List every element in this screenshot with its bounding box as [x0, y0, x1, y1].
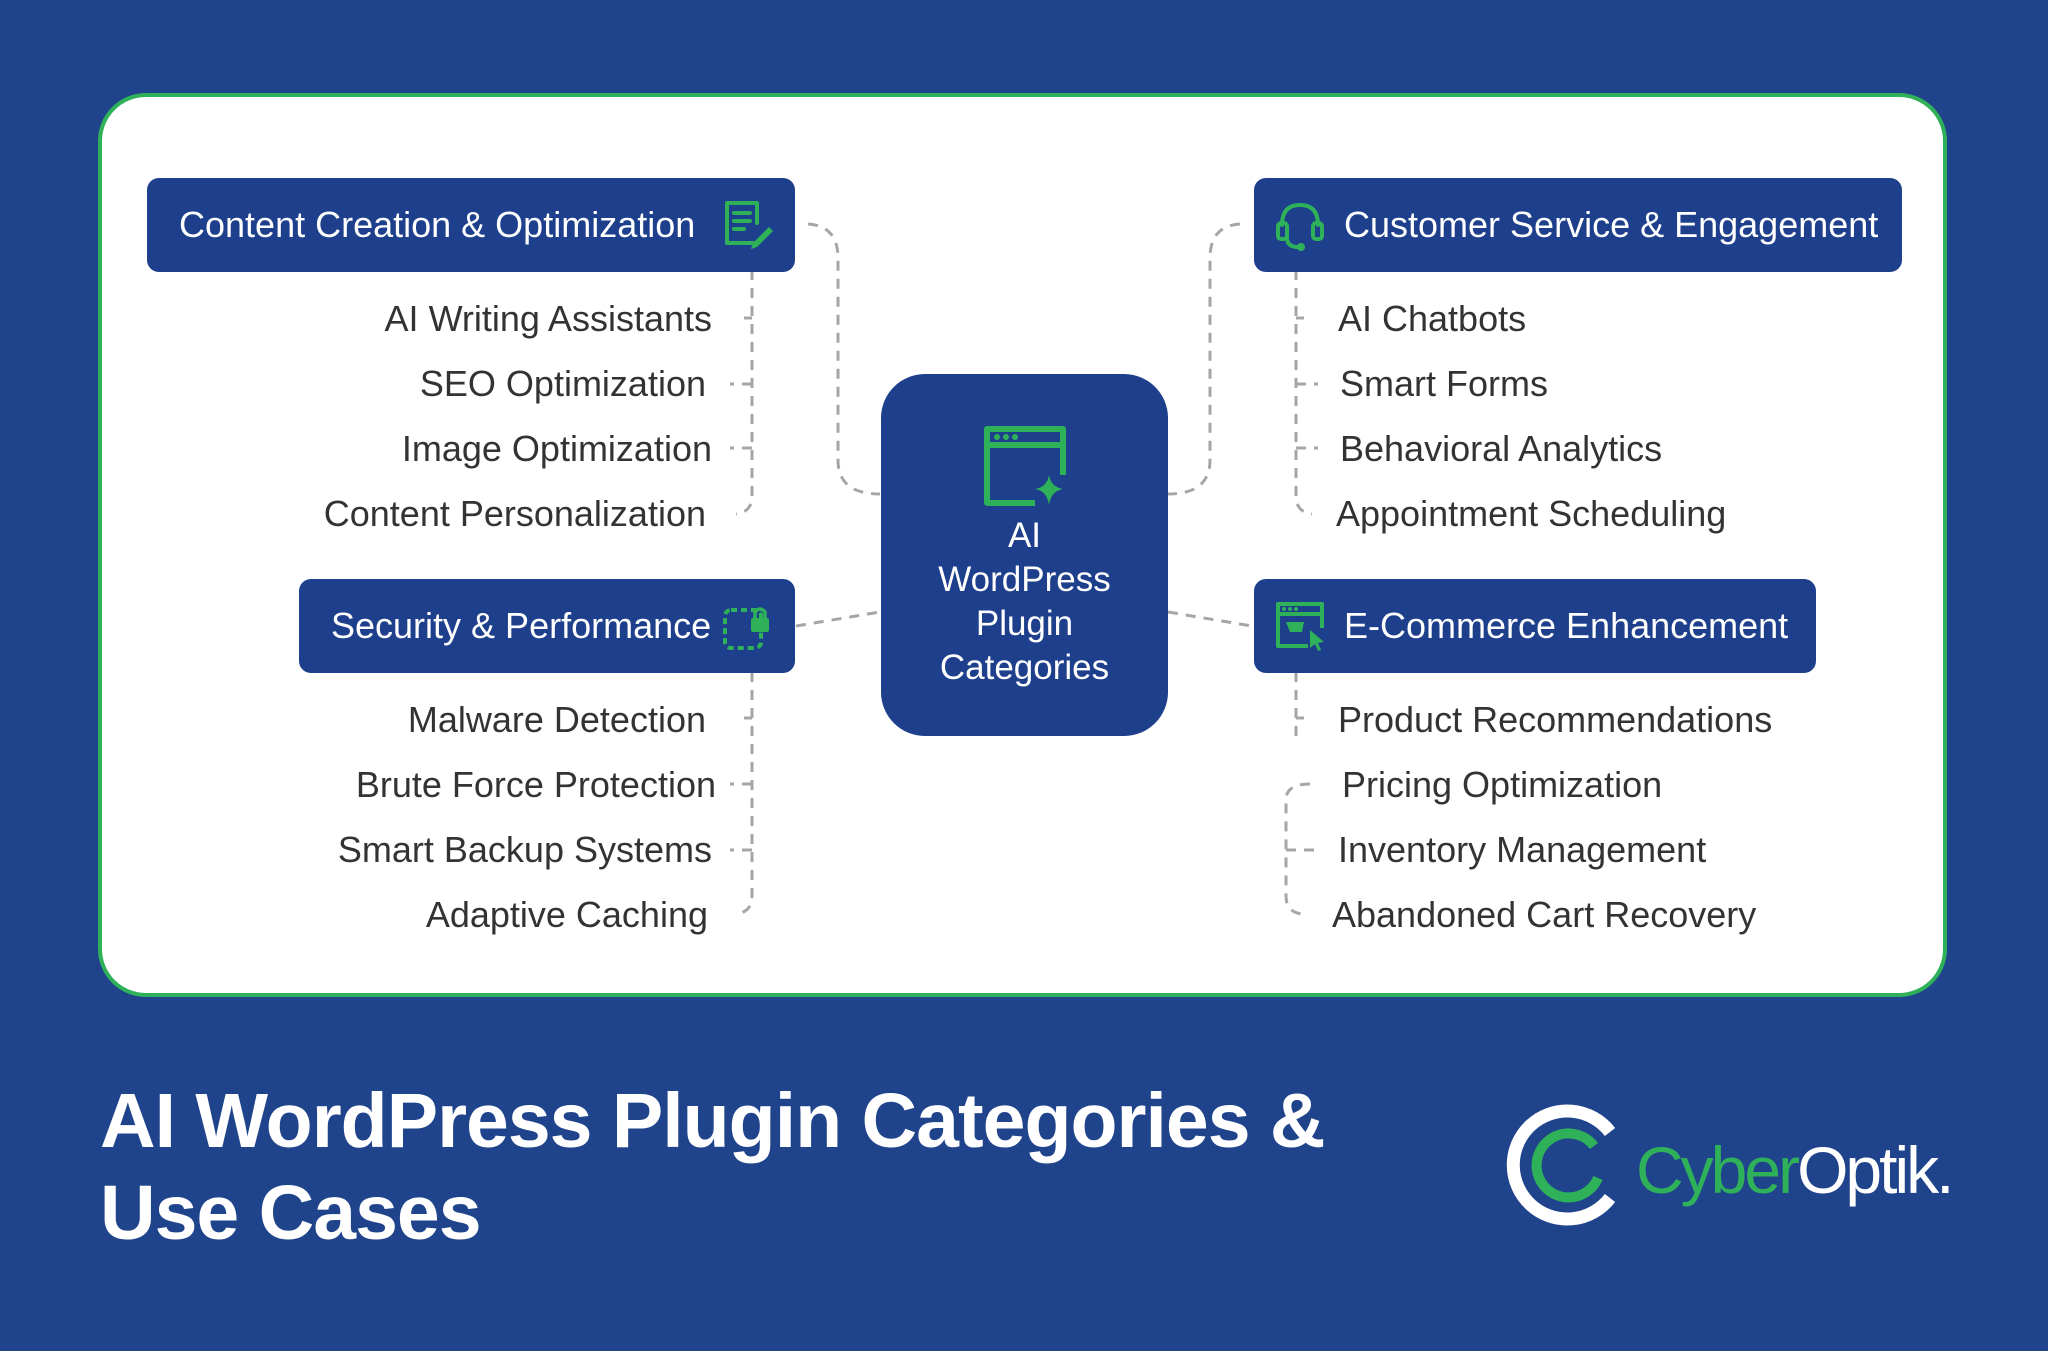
list-item: Appointment Scheduling: [1336, 493, 1727, 534]
list-item: Abandoned Cart Recovery: [1332, 894, 1757, 935]
center-title-word: WordPress: [938, 560, 1111, 599]
list-item: Behavioral Analytics: [1340, 428, 1663, 469]
logo-wordmark: CyberOptik.: [1636, 1133, 1954, 1207]
category-ecommerce: E-Commerce Enhancement: [1254, 579, 1816, 673]
shopping-cart-browser-icon: [1272, 598, 1328, 654]
lock-icon: [719, 598, 775, 654]
list-item: SEO Optimization: [419, 363, 706, 404]
category-title: Content Creation & Optimization: [179, 204, 696, 245]
page-title-line-1: AI WordPress Plugin Categories &: [100, 1078, 1326, 1164]
list-item: Inventory Management: [1338, 829, 1707, 870]
list-item: Malware Detection: [407, 699, 706, 740]
list-item: Product Recommendations: [1338, 699, 1773, 740]
list-item: Brute Force Protection: [355, 764, 716, 805]
headset-icon: [1272, 197, 1328, 253]
list-item: Smart Forms: [1340, 363, 1549, 404]
list-item: Smart Backup Systems: [337, 829, 712, 870]
logo-mark-icon: [1506, 1100, 1630, 1235]
browser-sparkle-icon: [979, 419, 1071, 516]
list-item: Content Personalization: [323, 493, 706, 534]
list-item: AI Writing Assistants: [384, 298, 712, 339]
list-item: Image Optimization: [401, 428, 712, 469]
list-item: Pricing Optimization: [1342, 764, 1663, 805]
category-title: Security & Performance: [331, 605, 712, 646]
document-edit-icon: [719, 197, 775, 253]
center-title-word: AI: [1007, 516, 1042, 555]
page-title: AI WordPress Plugin Categories & Use Cas…: [100, 1075, 1326, 1259]
cyberoptik-logo: CyberOptik.: [1506, 1100, 1966, 1240]
list-item: AI Chatbots: [1338, 298, 1527, 339]
category-content-creation: Content Creation & Optimization: [147, 178, 795, 272]
category-title: E-Commerce Enhancement: [1344, 605, 1789, 646]
page-title-line-2: Use Cases: [100, 1170, 482, 1256]
category-security-performance: Security & Performance: [299, 579, 795, 673]
center-title-word: Categories: [939, 648, 1110, 687]
category-customer-service: Customer Service & Engagement: [1254, 178, 1902, 272]
list-item: Adaptive Caching: [425, 894, 708, 935]
center-title-word: Plugin: [975, 604, 1074, 643]
category-title: Customer Service & Engagement: [1344, 204, 1879, 245]
